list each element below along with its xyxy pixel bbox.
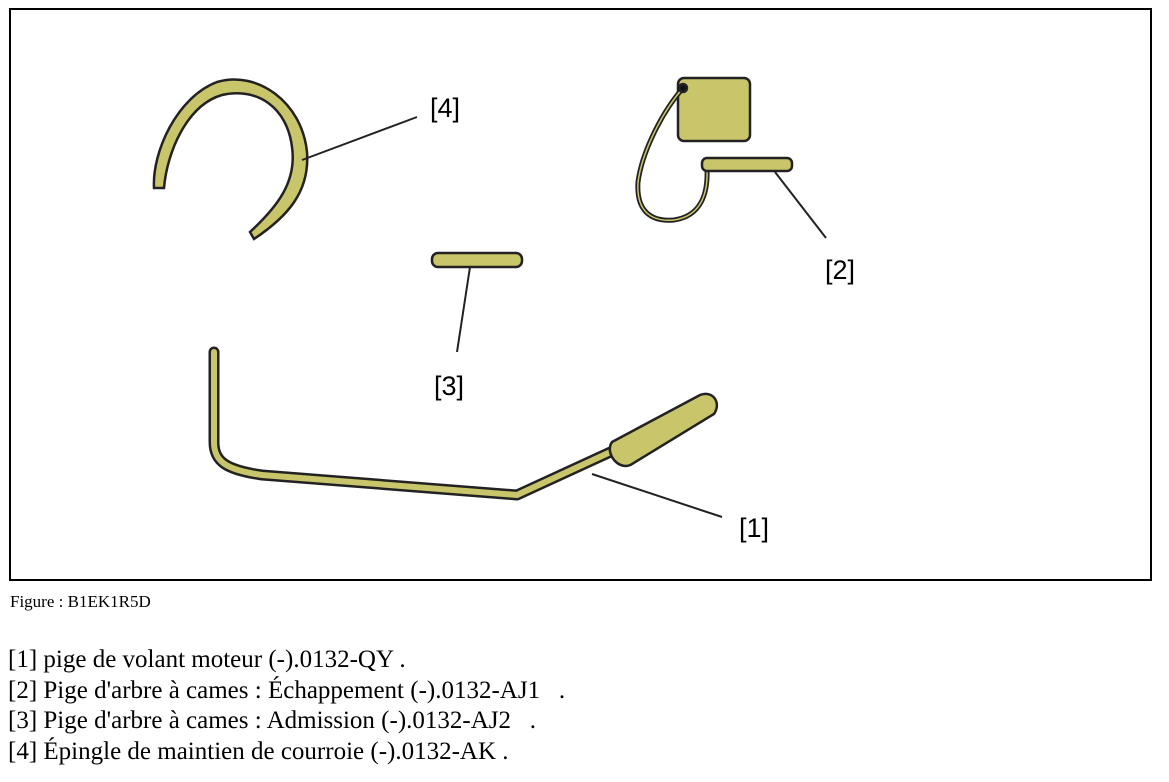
intake-camshaft-pin [430, 251, 524, 269]
legend-item-1: [1] pige de volant moteur (-).0132-QY . [8, 646, 406, 673]
figure-illustration: [4] [2] [3] [1] [9, 8, 1152, 581]
leader-line-1 [591, 473, 723, 518]
parts-legend: [1] pige de volant moteur (-).0132-QY . … [8, 645, 565, 767]
flywheel-locking-pin [208, 346, 719, 501]
callout-4: [4] [430, 93, 460, 123]
legend-item-2: [2] Pige d'arbre à cames : Échappement (… [8, 676, 566, 704]
legend-item-4: [4] Épingle de maintien de courroie (-).… [8, 737, 509, 765]
legend-item-3: [3] Pige d'arbre à cames : Admission (-)… [8, 707, 537, 734]
callout-1: [1] [739, 513, 769, 543]
callout-3: [3] [434, 371, 464, 401]
callout-2: [2] [825, 255, 855, 285]
exhaust-camshaft-pin [635, 76, 794, 223]
belt-retaining-clip [152, 78, 309, 241]
leader-line-4 [301, 116, 418, 161]
leader-line-2 [774, 171, 827, 239]
leader-line-3 [456, 266, 471, 353]
figure-caption: Figure : B1EK1R5D [10, 592, 151, 611]
